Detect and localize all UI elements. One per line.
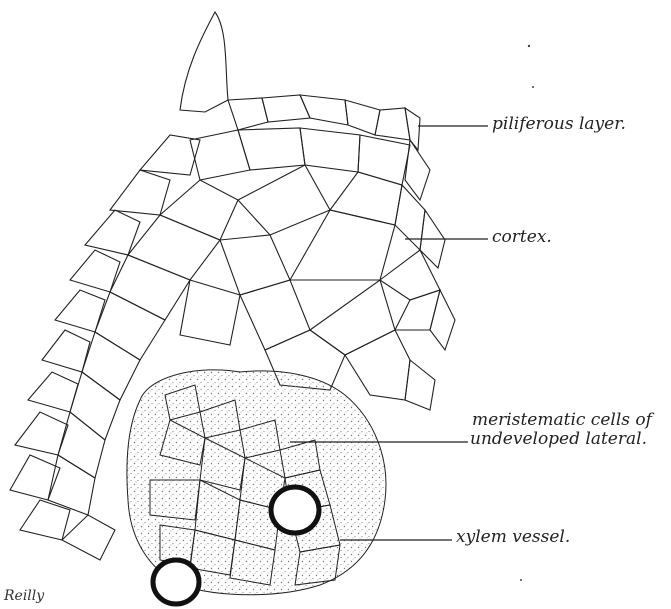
label-cortex: cortex.	[492, 228, 552, 246]
label-meristematic-line2: undeveloped lateral.	[470, 430, 647, 448]
label-xylem-vessel: xylem vessel.	[456, 528, 570, 546]
artist-signature: Reilly	[4, 588, 44, 604]
label-meristematic-line1: meristematic cells of	[472, 411, 652, 429]
label-piliferous-layer: piliferous layer.	[492, 115, 626, 133]
